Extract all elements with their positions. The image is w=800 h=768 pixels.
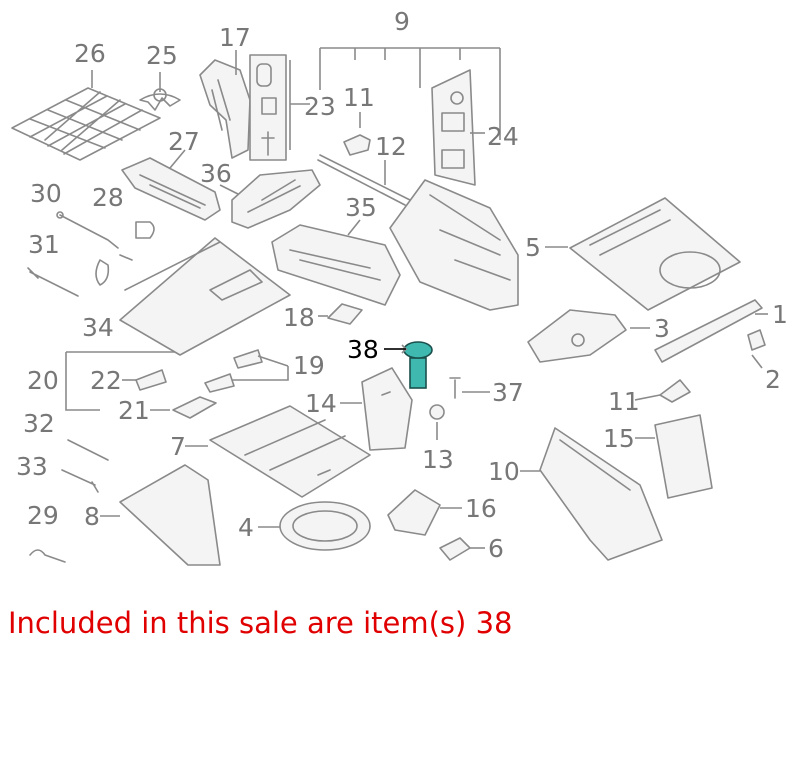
callout-11-upper: 11 bbox=[343, 83, 375, 112]
callout-12: 12 bbox=[375, 132, 407, 161]
part-25-hook bbox=[139, 88, 181, 111]
part-30-jack-handle bbox=[56, 211, 119, 249]
callout-38: 38 bbox=[347, 335, 379, 364]
parts-diagram: 26 25 17 9 23 11 24 12 27 36 30 28 35 5 … bbox=[11, 7, 788, 566]
callout-2: 2 bbox=[765, 365, 781, 394]
part-16-bracket bbox=[387, 489, 441, 536]
part-38-shaft bbox=[409, 357, 427, 389]
callout-23: 23 bbox=[304, 92, 336, 121]
callout-8: 8 bbox=[84, 502, 100, 531]
part-24-panel-set bbox=[431, 69, 476, 186]
part-14-cover-panel bbox=[361, 367, 413, 451]
callout-13: 13 bbox=[422, 445, 454, 474]
callout-16: 16 bbox=[465, 494, 497, 523]
part-12-rail bbox=[317, 154, 411, 206]
callout-9: 9 bbox=[394, 7, 410, 36]
callout-15: 15 bbox=[603, 424, 635, 453]
part-33-wrench bbox=[61, 469, 99, 493]
part-28-clip bbox=[135, 221, 155, 239]
callout-5: 5 bbox=[525, 233, 541, 262]
callout-6: 6 bbox=[488, 534, 504, 563]
part-34-strap bbox=[95, 254, 133, 286]
callout-32: 32 bbox=[23, 409, 55, 438]
callout-20: 20 bbox=[27, 366, 59, 395]
part-10-trunk-liner bbox=[539, 427, 663, 561]
callout-21: 21 bbox=[118, 396, 150, 425]
part-22-bracket bbox=[135, 369, 167, 391]
part-21-handle bbox=[172, 396, 217, 419]
callout-18: 18 bbox=[283, 303, 315, 332]
part-26-cargo-net bbox=[11, 87, 161, 161]
part-36-tool-tray bbox=[231, 169, 321, 229]
part-4-spacer-ring bbox=[279, 501, 371, 551]
part-1-sill-trim bbox=[654, 299, 763, 363]
part-29-hook bbox=[29, 549, 66, 563]
part-23-bracket-set bbox=[249, 54, 287, 161]
callout-3: 3 bbox=[654, 314, 670, 343]
part-trunk-side-panel bbox=[389, 179, 519, 311]
callout-7: 7 bbox=[170, 432, 186, 461]
part-35-storage-cover bbox=[271, 224, 401, 306]
callout-31: 31 bbox=[28, 230, 60, 259]
part-13-cap bbox=[429, 404, 445, 420]
part-19-brackets bbox=[204, 349, 263, 393]
part-18-pad bbox=[327, 303, 363, 325]
part-7-floor-mat bbox=[209, 405, 371, 498]
callout-4: 4 bbox=[238, 513, 254, 542]
sale-note: Included in this sale are item(s) 38 bbox=[8, 606, 513, 640]
part-31-tool bbox=[27, 267, 79, 297]
callout-14: 14 bbox=[305, 389, 337, 418]
callout-37: 37 bbox=[492, 378, 524, 407]
callout-27: 27 bbox=[168, 127, 200, 156]
callout-30: 30 bbox=[30, 179, 62, 208]
part-38-mounting-bolt bbox=[403, 341, 433, 389]
callout-22: 22 bbox=[90, 366, 122, 395]
callout-19: 19 bbox=[293, 351, 325, 380]
callout-10: 10 bbox=[488, 457, 520, 486]
callout-labels: 26 25 17 9 23 11 24 12 27 36 30 28 35 5 … bbox=[16, 7, 788, 563]
part-17-side-trim bbox=[199, 59, 251, 159]
part-3-floor-insert bbox=[527, 309, 627, 363]
callout-11-lower: 11 bbox=[608, 387, 640, 416]
callout-17: 17 bbox=[219, 23, 251, 52]
leader-lines bbox=[65, 47, 768, 549]
callout-33: 33 bbox=[16, 452, 48, 481]
part-5-floor-tray bbox=[569, 197, 741, 311]
part-38-head bbox=[403, 341, 433, 359]
callout-29: 29 bbox=[27, 501, 59, 530]
part-11-clip-upper bbox=[343, 134, 371, 156]
part-32-tool bbox=[67, 439, 109, 461]
callout-28: 28 bbox=[92, 183, 124, 212]
part-8-side-panel bbox=[119, 464, 221, 566]
part-15-side-trim bbox=[654, 414, 713, 499]
part-2-clip bbox=[747, 329, 766, 351]
callout-24: 24 bbox=[487, 122, 519, 151]
part-11-clip-lower bbox=[659, 379, 691, 403]
part-37-screw bbox=[449, 377, 461, 399]
callout-34: 34 bbox=[82, 313, 114, 342]
callout-1: 1 bbox=[772, 300, 788, 329]
callout-26: 26 bbox=[74, 39, 106, 68]
callout-35: 35 bbox=[345, 193, 377, 222]
part-6-clip bbox=[439, 537, 471, 561]
part-27-jack bbox=[121, 157, 221, 221]
callout-36: 36 bbox=[200, 159, 232, 188]
part-luggage-cover bbox=[119, 237, 291, 356]
callout-25: 25 bbox=[146, 41, 178, 70]
